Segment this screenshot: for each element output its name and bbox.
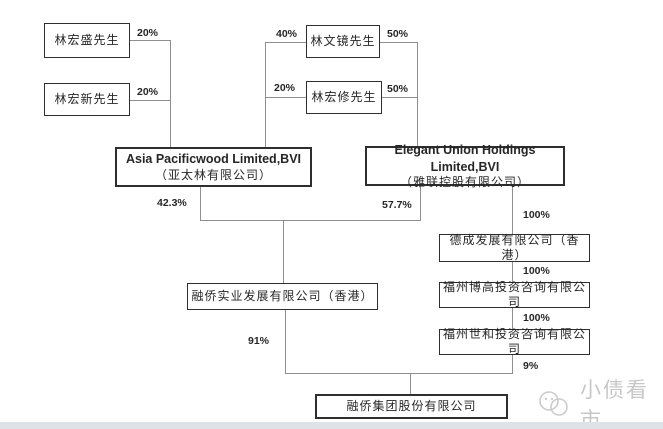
connector-line <box>512 262 513 282</box>
ownership-pct-label: 20% <box>137 27 159 39</box>
shareholder-box-lin-hongsheng: 林宏盛先生 <box>44 23 130 58</box>
connector-line <box>200 187 201 221</box>
ownership-pct-label: 50% <box>387 28 409 40</box>
company-name: 德成发展有限公司（香港） <box>449 233 580 262</box>
connector-line <box>417 42 418 147</box>
watermark-logo-icon <box>536 388 574 420</box>
company-box-rongqiao-industrial: 融侨实业发展有限公司（香港） <box>187 283 378 310</box>
connector-line <box>512 355 513 373</box>
ownership-pct-label: 9% <box>523 360 539 372</box>
connector-line <box>285 373 513 374</box>
watermark: 小债看市 <box>536 374 663 429</box>
ownership-pct-label: 20% <box>137 86 159 98</box>
company-name: 融侨集团股份有限公司 <box>346 399 477 413</box>
connector-line <box>130 100 170 101</box>
ownership-pct-label: 57.7% <box>382 199 412 211</box>
ownership-pct-label: 100% <box>523 312 550 324</box>
connector-line <box>420 186 421 221</box>
company-box-decheng: 德成发展有限公司（香港） <box>439 233 590 262</box>
connector-line <box>265 42 306 43</box>
connector-line <box>200 220 421 221</box>
company-box-fuzhou-bogao: 福州博高投资咨询有限公司 <box>439 280 590 309</box>
company-box-fuzhou-shihe: 福州世和投资咨询有限公司 <box>439 327 590 356</box>
connector-line <box>285 310 286 373</box>
connector-line <box>283 220 284 283</box>
shareholder-box-lin-hongxiu: 林宏修先生 <box>306 81 382 114</box>
company-box-rongqiao-group: 融侨集团股份有限公司 <box>315 394 508 419</box>
connector-line <box>170 40 171 147</box>
shareholder-name: 林宏修先生 <box>311 90 377 104</box>
connector-line <box>382 97 417 98</box>
shareholder-name: 林宏新先生 <box>54 92 120 106</box>
connector-line <box>512 308 513 329</box>
shareholder-name: 林文镜先生 <box>310 34 376 48</box>
company-name-en: Asia Pacificwood Limited,BVI <box>125 152 302 167</box>
ownership-pct-label: 100% <box>523 209 550 221</box>
shareholder-box-lin-wenjing: 林文镜先生 <box>306 25 380 58</box>
connector-line <box>512 186 513 234</box>
connector-line <box>380 42 417 43</box>
company-name-cn: （雅联控股有限公司） <box>399 174 530 189</box>
bottom-strip <box>0 422 663 429</box>
connector-line <box>410 373 411 394</box>
company-name: 融侨实业发展有限公司（香港） <box>191 289 374 303</box>
shareholder-name: 林宏盛先生 <box>54 33 120 47</box>
connector-line <box>265 97 306 98</box>
connector-line <box>130 40 170 41</box>
company-name-en: Elegant Union Holdings Limited,BVI <box>394 143 536 174</box>
company-name-cn: （亚太林有限公司） <box>154 167 272 182</box>
connector-line <box>265 42 266 147</box>
ownership-pct-label: 100% <box>523 265 550 277</box>
watermark-text: 小债看市 <box>580 379 649 429</box>
ownership-pct-label: 40% <box>276 28 298 40</box>
ownership-pct-label: 91% <box>248 335 270 347</box>
company-name: 福州世和投资咨询有限公司 <box>442 327 586 356</box>
company-box-asia-pacificwood: Asia Pacificwood Limited,BVI （亚太林有限公司） <box>115 147 312 187</box>
ownership-pct-label: 42.3% <box>157 197 187 209</box>
company-name: 福州博高投资咨询有限公司 <box>442 280 586 309</box>
company-box-elegant-union: Elegant Union Holdings Limited,BVI （雅联控股… <box>365 143 565 189</box>
shareholder-box-lin-hongxin: 林宏新先生 <box>44 83 130 116</box>
ownership-pct-label: 50% <box>387 83 409 95</box>
ownership-pct-label: 20% <box>274 82 296 94</box>
